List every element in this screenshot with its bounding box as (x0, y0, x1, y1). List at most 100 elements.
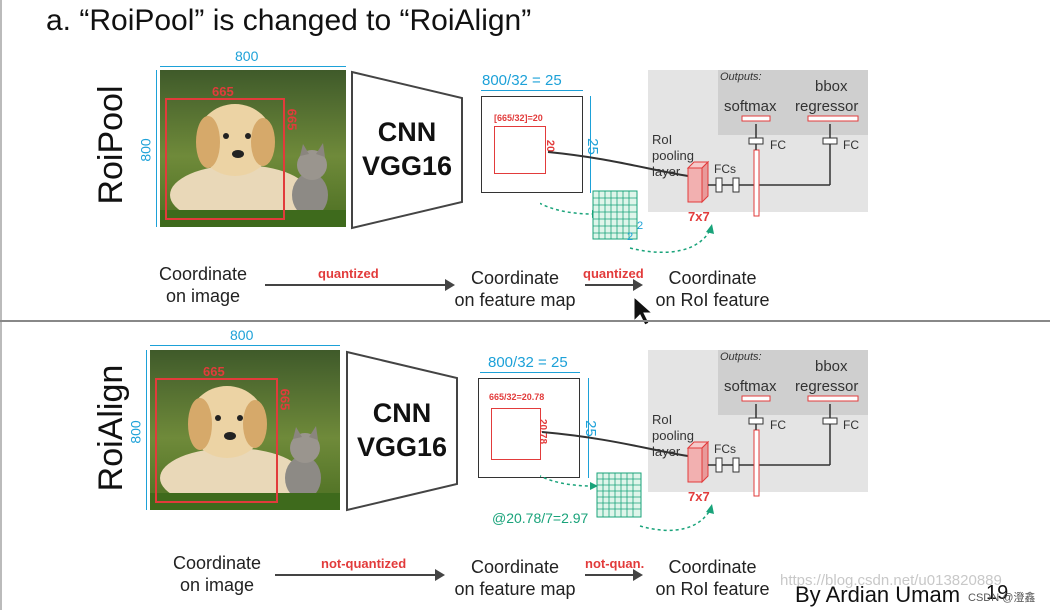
regressor-label: regressor (795, 98, 859, 115)
flow-arrow-2 (585, 284, 633, 286)
image2-height-dimension (146, 350, 147, 510)
bbox2-label: bbox (815, 358, 848, 375)
mouse-cursor-icon (633, 295, 652, 326)
roi2-height-value: 665 (277, 388, 293, 411)
cnn-label-line2: VGG16 (361, 151, 453, 181)
cnn-label: CNN VGG16 (348, 115, 466, 183)
flow2-arrow-2 (585, 574, 633, 576)
fc-label-1: FC (770, 138, 786, 152)
csdn-badge: CSDN @澄鑫 (968, 592, 1036, 604)
bbox-label: bbox (815, 78, 848, 95)
regressor2-label: regressor (795, 378, 859, 395)
image-height-value: 800 (137, 138, 154, 162)
roipool-grid (592, 190, 638, 240)
outputs-panel (718, 70, 868, 135)
feature-map-box (481, 96, 583, 193)
feature-roi-box (494, 126, 546, 174)
softmax2-label: softmax (724, 378, 777, 395)
roi-pooling-label: RoI pooling layer (652, 132, 694, 180)
softmax-label: softmax (724, 98, 777, 115)
flow2-roi-coordinate: Coordinate on RoI feature (645, 556, 780, 600)
feature-roi-calc: [665/32]=20 (494, 113, 543, 123)
flow-tag-quantized-1: quantized (318, 266, 379, 281)
flow2-image-line2: on image (179, 575, 255, 595)
cnn-label-line1: CNN (377, 117, 437, 147)
grid-note-a: 2 (637, 220, 644, 232)
image-width-dimension (160, 66, 346, 67)
feature2-map-box (478, 378, 580, 478)
flow2-feature-coordinate: Coordinate on feature map (440, 556, 590, 600)
roipool-label: RoiPool (92, 85, 130, 205)
flow-arrow-1 (265, 284, 445, 286)
feature-width-value: 800/32 = 25 (482, 72, 562, 89)
roialign-network-diagram (540, 395, 859, 532)
slide-title: a. “RoiPool” is changed to “RoiAlign” (46, 4, 532, 37)
cnn-trapezoid (351, 70, 463, 230)
roi2-width-value: 665 (203, 364, 225, 379)
cnn2-label-line2: VGG16 (356, 432, 448, 462)
flow-feature-line2: on feature map (454, 290, 576, 310)
image-width-value: 800 (235, 48, 259, 64)
flow-feature-line1: Coordinate (470, 268, 560, 288)
flow2-image-line1: Coordinate (172, 553, 262, 573)
fc2-label-2: FC (843, 418, 859, 432)
author-credit: By Ardian Umam (795, 582, 961, 607)
flow2-arrow-1 (275, 574, 435, 576)
roialign-grid (596, 472, 642, 518)
flow2-tag-not-quan: not-quan. (585, 556, 645, 571)
fcs-label: FCs (714, 162, 736, 176)
left-edge-line (0, 0, 2, 610)
flow-feature-coordinate: Coordinate on feature map (440, 267, 590, 311)
flow-image-coordinate: Coordinate on image (148, 263, 258, 307)
flow2-feature-line1: Coordinate (470, 557, 560, 577)
image-roi-box (165, 98, 285, 220)
feature-height-dimension (590, 96, 591, 193)
flow-image-line2: on image (165, 286, 241, 306)
feature2-height-dimension (588, 378, 589, 478)
feature-width-dimension (481, 90, 583, 91)
roi-pooling-line2: pooling (652, 148, 694, 163)
fc-label-2: FC (843, 138, 859, 152)
flow-roi-coordinate: Coordinate on RoI feature (645, 267, 780, 311)
flow2-arrow-2-head (633, 569, 643, 581)
roi-pooling2-line1: RoI (652, 412, 673, 427)
grid-note-calc: @20.78/7=2.97 (492, 510, 589, 526)
image-height-dimension (156, 70, 157, 227)
outputs2-label: Outputs: (720, 351, 762, 363)
watermark-url: https://blog.csdn.net/u013820889 (780, 572, 1002, 589)
pool2-7x7-label: 7x7 (688, 489, 710, 504)
flow2-arrow-1-head (435, 569, 445, 581)
flow-arrow-2-head (633, 279, 643, 291)
cnn2-label: CNN VGG16 (343, 396, 461, 464)
section-divider (0, 320, 1050, 322)
flow2-roi-line2: on RoI feature (655, 579, 770, 599)
image2-roi-box (155, 378, 278, 503)
outputs-label: Outputs: (720, 71, 762, 83)
flow-roi-line2: on RoI feature (655, 290, 770, 310)
roi-pooling2-line2: pooling (652, 428, 694, 443)
feature2-width-value: 800/32 = 25 (488, 354, 568, 371)
roi-pooling2-label: RoI pooling layer (652, 412, 694, 460)
dog-cat-image (160, 70, 346, 227)
outputs2-panel (718, 350, 868, 415)
feature2-roi-calc: 665/32=20.78 (489, 392, 545, 402)
grid-note-b: 2 (627, 231, 634, 243)
flow2-roi-line1: Coordinate (668, 557, 757, 577)
flow2-image-coordinate: Coordinate on image (162, 552, 272, 596)
cnn2-trapezoid (346, 350, 458, 512)
roi-width-value: 665 (212, 84, 234, 99)
cnn2-label-line1: CNN (372, 398, 432, 428)
image2-width-dimension (150, 345, 340, 346)
feature2-roi-box (491, 408, 541, 460)
fcs2-label: FCs (714, 442, 736, 456)
image2-height-value: 800 (127, 420, 144, 444)
feature2-width-dimension (480, 372, 580, 373)
fc2-label-1: FC (770, 418, 786, 432)
roi-height-value: 665 (284, 108, 300, 131)
roialign-label: RoiAlign (92, 364, 130, 492)
roi-pooling-line1: RoI (652, 132, 673, 147)
flow2-feature-line2: on feature map (454, 579, 576, 599)
image2-width-value: 800 (230, 327, 254, 343)
page-number: 19 (986, 582, 1009, 604)
flow-roi-line1: Coordinate (668, 268, 757, 288)
